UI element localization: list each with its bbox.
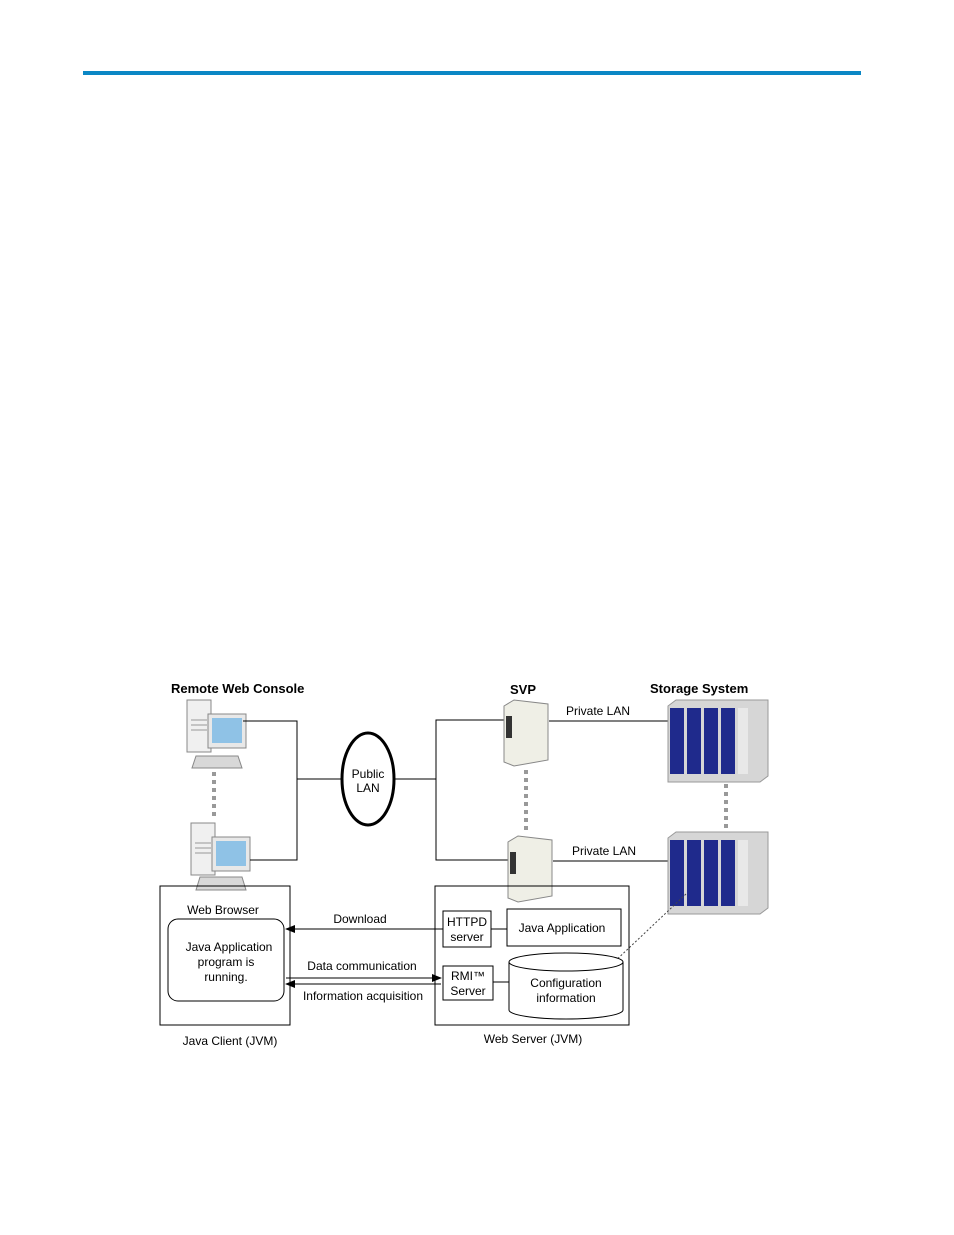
config-line-1: Configuration	[530, 976, 601, 990]
private-lan-bottom-label: Private LAN	[572, 844, 636, 858]
private-lan-top-label: Private LAN	[566, 704, 630, 718]
web-browser-label: Web Browser	[187, 903, 259, 917]
storage-top-icon	[668, 700, 768, 782]
remote-web-console-title: Remote Web Console	[171, 681, 304, 696]
svp-bracket-line	[436, 720, 508, 860]
httpd-line-1: HTTPD	[447, 915, 487, 929]
rmi-line-1: RMI™	[451, 969, 485, 983]
java-app-running-line-1: Java Application	[186, 940, 273, 954]
config-line-2: information	[536, 991, 595, 1005]
public-lan-label-2: LAN	[356, 781, 379, 795]
java-client-label: Java Client (JVM)	[183, 1034, 278, 1048]
data-communication-label: Data communication	[307, 959, 416, 973]
storage-bottom-icon	[668, 832, 768, 914]
httpd-line-2: server	[450, 930, 483, 944]
download-label: Download	[333, 912, 386, 926]
pc-bracket-line	[243, 721, 297, 860]
pc-bottom-icon	[191, 823, 250, 890]
public-lan-label-1: Public	[352, 767, 385, 781]
rmi-line-2: Server	[450, 984, 485, 998]
web-server-label: Web Server (JVM)	[484, 1032, 582, 1046]
java-app-running-line-3: running.	[204, 970, 247, 984]
svp-top-icon	[504, 700, 548, 766]
svp-bottom-icon	[508, 836, 552, 902]
svp-title: SVP	[510, 682, 536, 697]
java-app-running-line-2: program is	[198, 955, 255, 969]
storage-system-title: Storage System	[650, 681, 748, 696]
information-acquisition-label: Information acquisition	[303, 989, 423, 1003]
java-application-label: Java Application	[519, 921, 606, 935]
pc-top-icon	[187, 700, 246, 768]
